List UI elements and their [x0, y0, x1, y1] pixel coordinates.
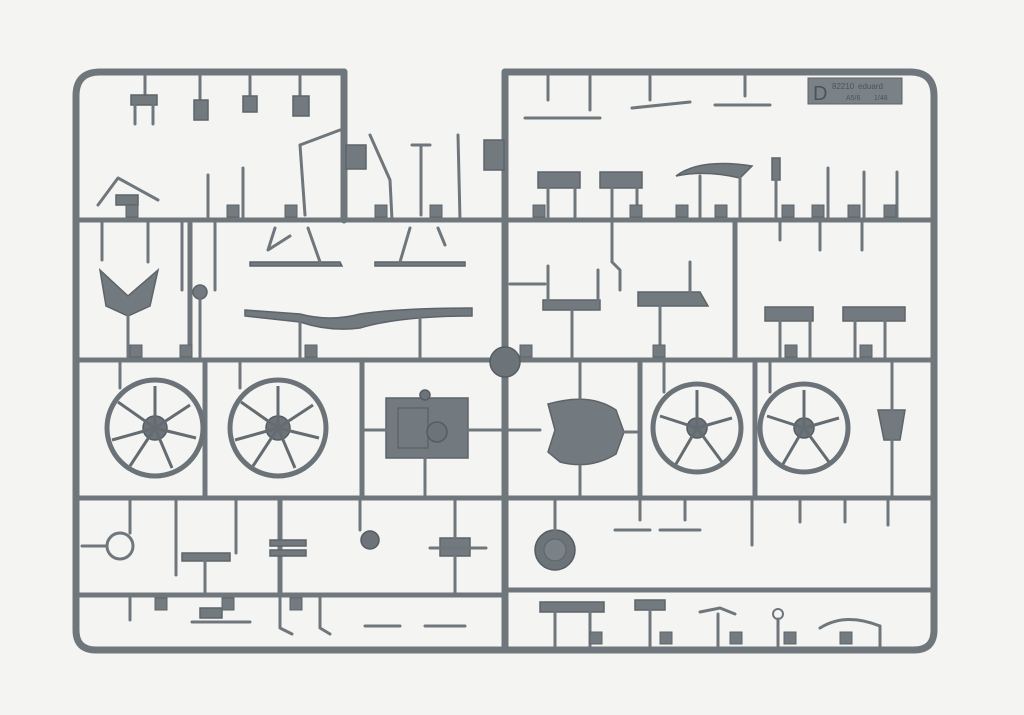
sprue-label-tag: D 82210 eduard A5/6 1/48 — [807, 77, 903, 105]
sprue-frame-left — [72, 68, 509, 654]
small-parts-bottom-left — [80, 496, 488, 636]
label-brand: eduard — [858, 82, 883, 91]
parts-row-two-left — [98, 218, 473, 362]
engine-block-part — [360, 389, 542, 500]
small-parts-top-right — [523, 70, 899, 222]
label-subject: A5/6 — [846, 95, 861, 102]
parts-row-two-right — [508, 218, 906, 362]
radiator-part — [877, 358, 906, 500]
sprue-center-hub — [489, 346, 521, 378]
small-parts-bottom-right — [534, 496, 890, 652]
engine-part-right-2 — [757, 358, 851, 475]
label-code: 82210 — [832, 82, 855, 91]
label-scale: 1/48 — [874, 95, 888, 102]
cowling-part — [547, 358, 642, 500]
small-parts-top-left — [96, 70, 505, 222]
engine-part-right-1 — [650, 358, 744, 475]
engine-part-left-2 — [227, 358, 329, 479]
engine-part-left-1 — [104, 358, 206, 479]
sprue-letter: D — [813, 83, 827, 105]
